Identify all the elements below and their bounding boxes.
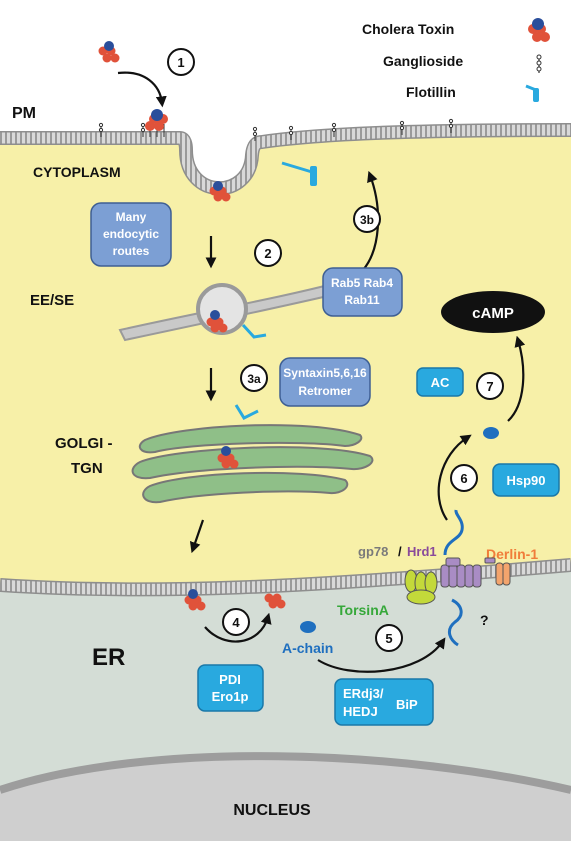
ac-label: AC bbox=[431, 375, 450, 390]
flotillin-pm bbox=[281, 161, 317, 186]
step-2-label: 2 bbox=[264, 246, 271, 261]
step7-arrow bbox=[507, 335, 526, 422]
ee-se-label: EE/SE bbox=[30, 292, 74, 309]
hrd1-label: Hrd1 bbox=[407, 544, 437, 559]
hsp90-box: Hsp90 bbox=[492, 463, 560, 497]
cholera-toxin-er-right bbox=[264, 593, 286, 609]
derlin1-protein bbox=[495, 562, 511, 586]
nucleus-label: NUCLEUS bbox=[233, 802, 311, 819]
step-4-marker: 4 bbox=[222, 608, 250, 636]
endocytic-routes-box: Many endocytic routes bbox=[90, 202, 172, 267]
cholera-toxin-free bbox=[98, 41, 120, 63]
pdi-line2: Ero1p bbox=[212, 689, 249, 704]
step-1-marker: 1 bbox=[167, 48, 195, 76]
tgn-label: TGN bbox=[71, 460, 103, 477]
gp78-label: gp78 bbox=[358, 544, 388, 559]
pm-label: PM bbox=[12, 105, 36, 122]
cytoplasm-label: CYTOPLASM bbox=[33, 164, 121, 180]
torsina-protein bbox=[404, 569, 438, 605]
hrd1-complex bbox=[440, 557, 496, 588]
golgi-label: GOLGI - bbox=[55, 435, 113, 452]
flotillin-legend-icon bbox=[525, 84, 539, 102]
cholera-toxin-endosome bbox=[206, 310, 228, 333]
step4-arrow bbox=[204, 612, 272, 643]
syntaxin-line2: Retromer bbox=[298, 384, 352, 398]
a-chain-label: A-chain bbox=[282, 640, 333, 656]
syntaxin-line1: Syntaxin5,6,16 bbox=[283, 366, 367, 380]
endocytic-line2: endocytic bbox=[103, 227, 159, 241]
endocytic-line1: Many bbox=[116, 210, 147, 224]
question-mark: ? bbox=[480, 612, 489, 628]
er-label: ER bbox=[92, 644, 125, 671]
erdj-box: ERdj3/ HEDJ BiP bbox=[334, 678, 434, 726]
bip-label: BiP bbox=[396, 697, 418, 712]
hsp90-label: Hsp90 bbox=[506, 473, 545, 488]
erdj-line2: HEDJ bbox=[343, 704, 378, 719]
step-4-label: 4 bbox=[232, 615, 240, 630]
step-6-label: 6 bbox=[460, 471, 467, 486]
a-chain-er-lumen bbox=[447, 598, 463, 647]
step5-arrow bbox=[317, 637, 446, 673]
a-chain-cytosol bbox=[483, 427, 499, 439]
rab-line1: Rab5 Rab4 bbox=[331, 276, 393, 290]
step-7-marker: 7 bbox=[476, 372, 504, 400]
flotillin-endosome bbox=[241, 323, 267, 339]
golgi-stack bbox=[131, 424, 374, 504]
cholera-toxin-pm-bound bbox=[145, 109, 168, 131]
torsina-label: TorsinA bbox=[337, 602, 389, 618]
step-5-marker: 5 bbox=[375, 624, 403, 652]
slash-label: / bbox=[398, 544, 402, 559]
cholera-toxin-invagination bbox=[209, 181, 231, 202]
rab-line2: Rab11 bbox=[344, 293, 380, 307]
pdi-line1: PDI bbox=[219, 672, 241, 687]
ac-box: AC bbox=[416, 367, 464, 397]
step-3b-label: 3b bbox=[360, 213, 374, 227]
erdj-line1: ERdj3/ bbox=[343, 686, 384, 701]
syntaxin-box: Syntaxin5,6,16 Retromer bbox=[279, 357, 371, 407]
step-5-label: 5 bbox=[385, 631, 392, 646]
step-3b-marker: 3b bbox=[353, 205, 381, 233]
rab-box: Rab5 Rab4 Rab11 bbox=[322, 267, 403, 317]
cholera-toxin-golgi bbox=[217, 446, 239, 469]
nucleus bbox=[0, 756, 571, 841]
camp-label: cAMP bbox=[472, 305, 514, 322]
cholera-toxin-legend-icon bbox=[528, 18, 550, 42]
step-6-marker: 6 bbox=[450, 464, 478, 492]
golgi-to-er-arrow bbox=[189, 519, 205, 554]
step-7-label: 7 bbox=[486, 379, 493, 394]
step-3a-marker: 3a bbox=[240, 364, 268, 392]
camp-ellipse: cAMP bbox=[441, 291, 545, 333]
flotillin-golgi bbox=[234, 404, 259, 420]
endocytic-line3: routes bbox=[113, 244, 150, 258]
legend-ganglioside: Ganglioside bbox=[383, 53, 463, 69]
step1-arrow bbox=[117, 71, 167, 108]
a-chain-unfolding bbox=[443, 509, 464, 556]
step-1-label: 1 bbox=[177, 55, 184, 70]
step-3a-label: 3a bbox=[247, 372, 261, 386]
ganglioside-legend-icon bbox=[536, 54, 542, 73]
cholera-toxin-er-left bbox=[184, 589, 206, 611]
step-2-marker: 2 bbox=[254, 239, 282, 267]
derlin-label: Derlin-1 bbox=[486, 546, 538, 562]
step6-arrow bbox=[437, 434, 472, 521]
legend-flotillin: Flotillin bbox=[406, 84, 456, 100]
legend-cholera-toxin: Cholera Toxin bbox=[362, 21, 454, 37]
pdi-box: PDI Ero1p bbox=[197, 664, 264, 712]
a-chain-er bbox=[300, 621, 316, 633]
